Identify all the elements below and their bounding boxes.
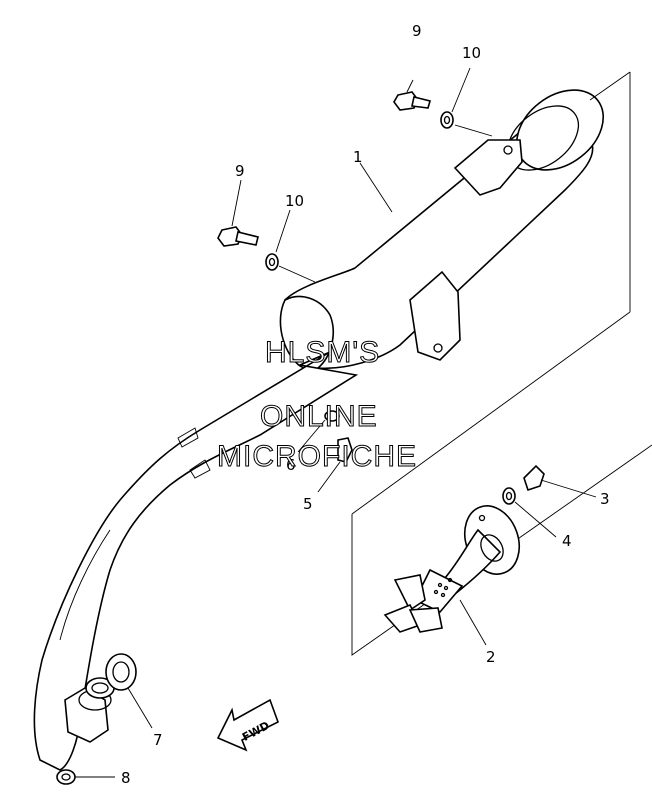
bolt-set-upper	[393, 67, 493, 137]
callout-2: 2	[486, 648, 496, 666]
watermark-line-2: ONLINE	[260, 400, 378, 433]
exhaust-pipe	[33, 351, 359, 771]
callout-10-lower: 10	[285, 192, 304, 210]
muffler	[279, 89, 605, 371]
watermark-line-1: HLSM'S	[265, 336, 380, 369]
part-5-6-screw-washer	[297, 410, 353, 493]
callout-4: 4	[562, 532, 572, 550]
spark-arrester	[351, 71, 652, 656]
callout-10-upper: 10	[462, 44, 481, 62]
callout-9-upper: 9	[412, 22, 422, 40]
part-8-nut	[56, 769, 115, 785]
callout-9-lower: 9	[235, 162, 245, 180]
callout-7: 7	[153, 731, 163, 749]
forward-direction-arrow: FWD	[216, 698, 279, 752]
callout-6: 6	[286, 456, 296, 474]
bolt-set-lower	[217, 179, 316, 283]
callout-5: 5	[303, 495, 313, 513]
part-3-4-bolt-washer	[502, 464, 597, 538]
watermark-line-3: MICROFICHE	[217, 440, 417, 473]
callout-3: 3	[600, 490, 610, 508]
callout-1: 1	[353, 148, 363, 166]
part-7-gasket	[105, 653, 153, 729]
callout-8: 8	[121, 769, 131, 787]
watermark: HLSM'S ONLINE MICROFICHE	[217, 336, 417, 474]
